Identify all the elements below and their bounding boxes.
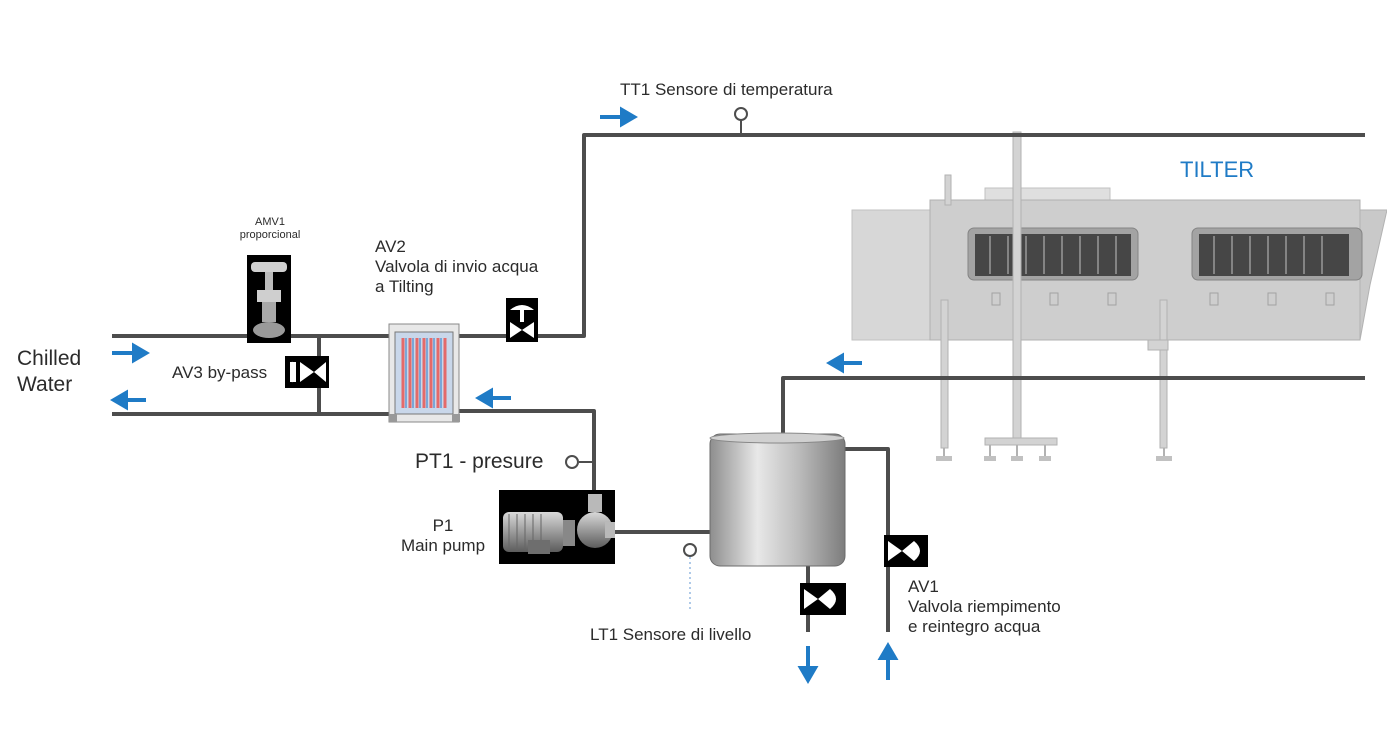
- pt1-sensor: [565, 455, 594, 469]
- arrow-hx-return: [475, 387, 511, 409]
- drain-valve-icon[interactable]: [800, 583, 846, 615]
- av3-valve-icon[interactable]: [285, 356, 329, 388]
- tt1-label: TT1 Sensore di temperatura: [620, 80, 833, 99]
- p1-pump-icon[interactable]: [499, 490, 615, 564]
- p1-line1: P1: [432, 516, 454, 535]
- av1-line1: AV1: [908, 577, 939, 596]
- amv1-valve-icon[interactable]: [247, 255, 291, 343]
- av3-label: AV3 by-pass: [172, 363, 268, 382]
- av2-line2: Valvola di invio acqua: [375, 257, 539, 276]
- chilled-water-line1: Chilled: [17, 347, 82, 370]
- amv1-line1: AMV1: [255, 216, 285, 228]
- av1-line3: e reintegro acqua: [908, 617, 1041, 636]
- flow-arrows: [110, 106, 899, 684]
- av1-valve-icon[interactable]: [884, 535, 928, 567]
- arrow-tilter-return: [826, 352, 862, 374]
- av2-valve-icon[interactable]: [506, 298, 538, 342]
- amv1-label: AMV1 proporcional: [228, 216, 312, 242]
- chilled-water-line2: Water: [17, 373, 73, 396]
- p1-line2: Main pump: [400, 536, 486, 555]
- amv1-line2: proporcional: [239, 229, 301, 241]
- arrow-tt1: [600, 106, 638, 128]
- av1-line2: Valvola riempimento: [908, 597, 1061, 616]
- lt1-label: LT1 Sensore di livello: [590, 625, 752, 644]
- av1-label: AV1 Valvola riempimento e reintegro acqu…: [908, 577, 1061, 637]
- arrow-drain: [797, 646, 819, 684]
- pt1-label: PT1 - presure: [415, 450, 544, 473]
- tilter-label: TILTER: [1180, 157, 1255, 182]
- av2-line3: a Tilting: [375, 277, 434, 296]
- chilled-water-label: Chilled Water: [17, 346, 81, 398]
- av2-line1: AV2: [375, 237, 406, 256]
- arrow-in-chilled: [112, 342, 150, 364]
- tilter-machine: [851, 131, 1387, 461]
- heat-exchanger: [388, 323, 460, 423]
- storage-tank: [709, 432, 846, 567]
- p1-label: P1 Main pump: [390, 516, 496, 556]
- av2-label: AV2 Valvola di invio acqua a Tilting: [375, 237, 538, 297]
- tt1-sensor: [734, 107, 748, 135]
- arrow-out-chilled: [110, 389, 146, 411]
- arrow-refill: [877, 642, 899, 680]
- lt1-sensor: [683, 543, 697, 612]
